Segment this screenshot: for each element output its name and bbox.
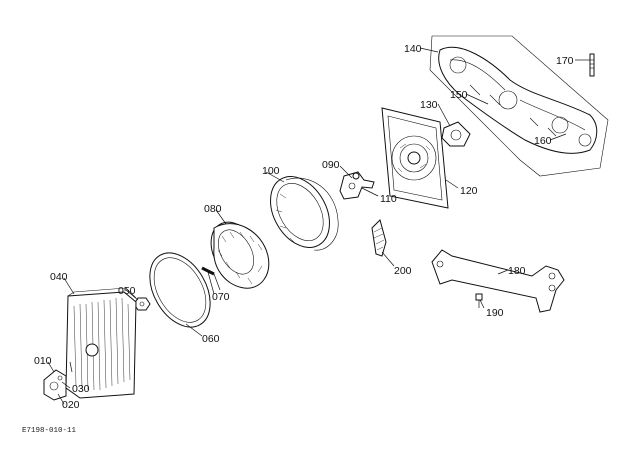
bolt-190 bbox=[475, 293, 483, 308]
label-120: 120 bbox=[460, 185, 478, 197]
filter-080 bbox=[210, 221, 270, 289]
label-100: 090 bbox=[322, 159, 340, 171]
label-070: 070 bbox=[212, 291, 230, 303]
label-150: 150 bbox=[450, 89, 468, 101]
pin-070 bbox=[201, 266, 221, 291]
manifold-hatch bbox=[469, 84, 557, 137]
label-140: 140 bbox=[404, 43, 422, 55]
cover-060 bbox=[149, 252, 211, 328]
manifold-assembly bbox=[429, 35, 609, 177]
manifold-body bbox=[438, 46, 598, 154]
bracket-180 bbox=[431, 249, 565, 313]
label-090: 100 bbox=[262, 165, 280, 177]
label-170: 170 bbox=[556, 55, 574, 67]
manifold-outline bbox=[429, 35, 609, 177]
label-050: 050 bbox=[118, 285, 136, 297]
housing-040 bbox=[65, 287, 137, 399]
label-160: 160 bbox=[534, 135, 552, 147]
adapter-plate-120 bbox=[381, 107, 449, 209]
label-030: 030 bbox=[72, 383, 90, 395]
label-060: 060 bbox=[202, 333, 220, 345]
label-010: 010 bbox=[34, 355, 52, 367]
label-080: 080 bbox=[204, 203, 222, 215]
label-180: 180 bbox=[508, 265, 526, 277]
label-200: 200 bbox=[394, 265, 412, 277]
label-040: 040 bbox=[50, 271, 68, 283]
manifold-port-3 bbox=[551, 116, 569, 134]
manifold-port-4 bbox=[578, 133, 592, 147]
label-020: 020 bbox=[62, 399, 80, 411]
stud-170 bbox=[575, 53, 595, 77]
label-190: 190 bbox=[486, 307, 504, 319]
manifold-port-1 bbox=[449, 56, 467, 74]
label-130: 130 bbox=[420, 99, 438, 111]
manifold-detail bbox=[449, 59, 586, 131]
gasket-130 bbox=[441, 121, 471, 147]
drawing-code: E7198-010-11 bbox=[22, 427, 77, 435]
label-110: 110 bbox=[380, 193, 397, 205]
manifold-port-2 bbox=[498, 90, 518, 110]
leader-lines bbox=[47, 47, 567, 405]
ring-090 bbox=[270, 176, 339, 251]
clip-110 bbox=[339, 171, 375, 200]
small-parts-010-030 bbox=[43, 369, 67, 401]
element-200 bbox=[371, 219, 387, 257]
